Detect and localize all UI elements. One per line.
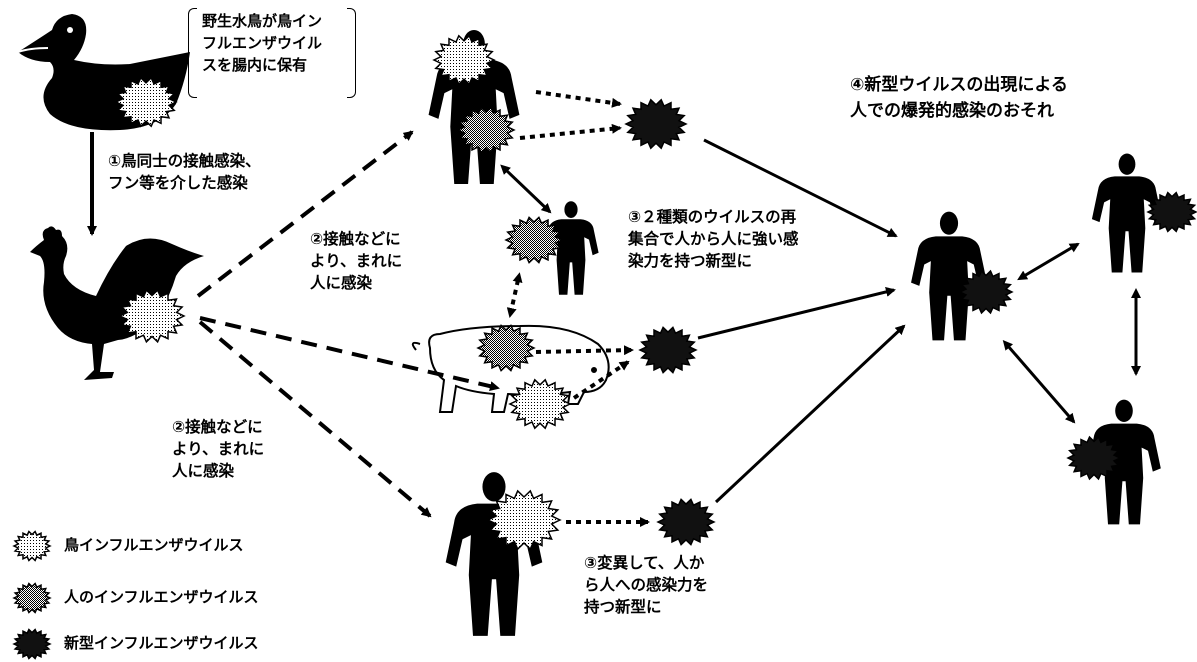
new-virus-icon [12, 628, 52, 660]
person-top-avian-virus [432, 34, 496, 86]
person-far-right-top-new-virus [1146, 191, 1197, 233]
step3-mutate-label: ③変異して、人か ら人への感染力を 持つ新型に [584, 554, 709, 616]
arrows [87, 90, 1141, 527]
new-virus-bottom [656, 498, 716, 546]
wild-bird-note: 野生水鳥が鳥イン フルエンザウイル スを腸内に保有 [188, 8, 356, 98]
duck-avian-virus [114, 76, 178, 128]
step1-label: ①鳥同士の接触感染、 フン等を介した感染 [108, 152, 261, 192]
avian-virus-icon [12, 530, 52, 562]
wild-bird-note-text: 野生水鳥が鳥イン フルエンザウイル スを腸内に保有 [202, 12, 323, 74]
arrow-new-middle-to-person [697, 287, 896, 340]
person-small-human-virus [504, 216, 564, 264]
legend-label-new: 新型インフルエンザウイルス [64, 634, 259, 652]
arrow-person-to-far-right-top [1017, 242, 1080, 281]
arrow-rooster-to-person-top [196, 130, 414, 298]
rooster-avian-virus [118, 288, 186, 344]
arrow-person-to-far-right-bottom [1002, 339, 1076, 424]
rooster-illustration [30, 226, 204, 380]
arrow-new-top-to-person [703, 138, 898, 238]
step2-upper-label: ②接触などに より、まれに 人に感染 [310, 230, 403, 292]
person-center-right-new-virus [958, 269, 1014, 315]
arrow-pig-avian-to-new-middle [572, 360, 630, 400]
person-bottom-avian-virus [486, 489, 562, 551]
new-virus-middle [638, 326, 698, 374]
arrow-pig-to-new-middle [535, 345, 634, 356]
step4-label: ④新型ウイルスの出現による 人での爆発的感染のおそれ [850, 75, 1068, 121]
arrow-avian-to-new-top [535, 90, 622, 108]
legend-label-human: 人のインフルエンザウイルス [64, 588, 259, 606]
legend-label-avian: 鳥インフルエンザウイルス [64, 536, 244, 554]
step3-reassort-label: ③２種類のウイルスの再 集合で人から人に強い感 染力を持つ新型に [628, 208, 799, 270]
arrow-small-person-pig [506, 272, 523, 318]
person-top-human-virus [456, 106, 516, 154]
new-virus-top [624, 98, 688, 150]
arrow-person-top-small-person [500, 164, 552, 214]
human-virus-icon [12, 582, 52, 614]
step2-lower-label: ②接触などに より、まれに 人に感染 [172, 418, 265, 480]
person-far-right-bottom-new-virus [1066, 435, 1122, 481]
arrow-human-to-new-top [519, 123, 622, 140]
arrow-new-bottom-to-person [714, 324, 906, 504]
pig-illustration [411, 324, 610, 413]
pig-avian-virus [508, 378, 572, 430]
pig-human-virus [476, 324, 536, 372]
